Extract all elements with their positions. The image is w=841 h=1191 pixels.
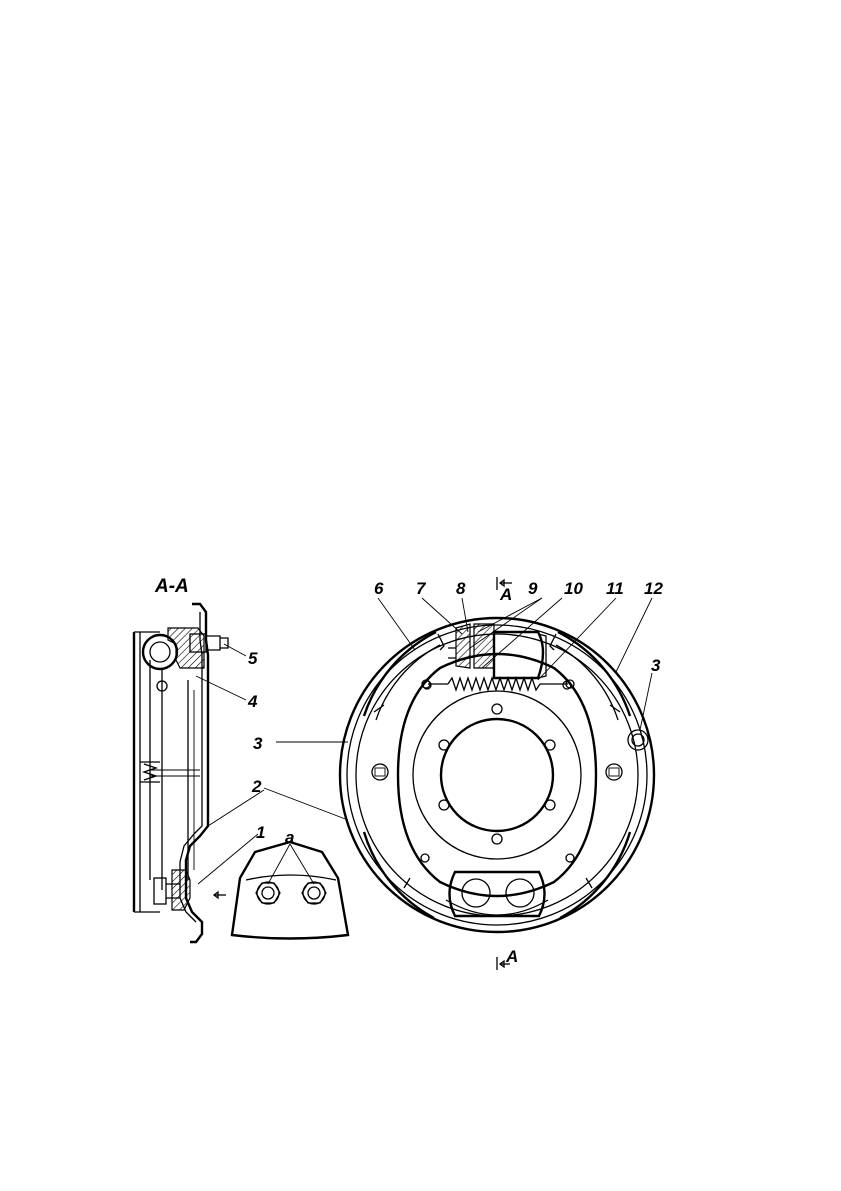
adjuster-detail-view	[232, 842, 348, 939]
callout-10: 10	[564, 579, 583, 598]
callout-8: 8	[456, 579, 466, 598]
callout-5: 5	[248, 649, 258, 668]
callout-3-right: 3	[651, 656, 661, 675]
callout-3-left: 3	[253, 734, 263, 753]
section-view-a-a: A-A	[134, 576, 228, 942]
callout-6: 6	[374, 579, 384, 598]
section-mark-bottom: A	[505, 947, 518, 966]
callout-4: 4	[247, 692, 258, 711]
front-view-brake-shield: A A	[340, 577, 654, 970]
callout-9: 9	[528, 579, 538, 598]
callout-labels: 1 2 3 3 4 5 6 7 8 9 10 11 12 a	[247, 579, 663, 847]
callout-7: 7	[416, 579, 427, 598]
callout-1: 1	[256, 823, 265, 842]
callout-2: 2	[251, 777, 262, 796]
callout-12: 12	[644, 579, 663, 598]
callout-a: a	[285, 828, 294, 847]
section-mark-top: A	[499, 585, 512, 604]
section-title: A-A	[154, 576, 189, 597]
callout-11: 11	[606, 579, 624, 598]
